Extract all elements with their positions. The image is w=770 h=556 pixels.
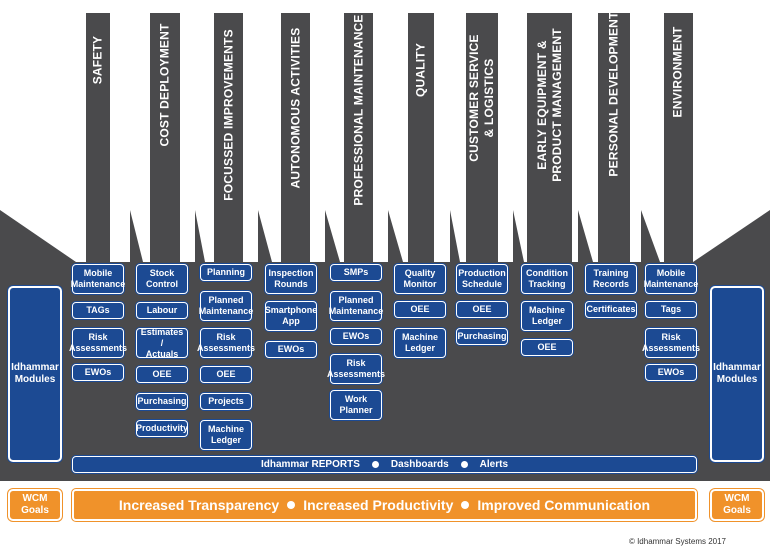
module-box: Planning [200,264,252,281]
pillar-title: EARLY EQUIPMENT & PRODUCT MANAGEMENT [535,28,564,182]
pillar-title: COST DEPLOYMENT [157,23,172,147]
module-box: EWOs [265,341,317,358]
module-box: OEE [521,339,573,356]
module-box: Training Records [585,264,637,294]
module-box: Quality Monitor [394,264,446,294]
chimney-tips [86,150,693,218]
factory-building [0,13,770,481]
reports-alerts: Alerts [479,459,509,470]
module-box: Estimates / Actuals [136,327,188,359]
module-box: OEE [456,301,508,318]
pillar-title: AUTONOMOUS ACTIVITIES [288,27,303,189]
pillar-title: QUALITY [413,42,428,98]
module-box: Machine Ledger [200,420,252,450]
module-box: Tags [645,301,697,318]
pillar-title: ENVIRONMENT [670,26,685,118]
reports-bar: Idhammar REPORTS Dashboards Alerts [72,456,697,473]
module-box: Risk Assessments [642,328,700,358]
module-box: SMPs [330,264,382,281]
copyright-text: © Idhammar Systems 2017 [628,537,726,546]
module-box: Productivity [136,420,188,437]
module-box: EWOs [645,364,697,381]
module-box: OEE [136,366,188,383]
pillar-title: CUSTOMER SERVICE & LOGISTICS [467,34,496,162]
module-box: Production Schedule [456,264,508,294]
module-box: Risk Assessments [197,328,255,358]
wcm-goals-left: WCM Goals [8,489,62,521]
idhammar-modules-right: Idhammar Modules [710,286,764,462]
wcm-goals-right: WCM Goals [710,489,764,521]
module-box: Purchasing [136,393,188,410]
reports-dashboards: Dashboards [390,459,449,470]
module-box: Inspection Rounds [265,264,317,294]
idhammar-modules-left: Idhammar Modules [8,286,62,462]
module-box: Certificates [585,301,637,318]
module-box: OEE [394,301,446,318]
bullet-dot [461,501,470,509]
module-box: TAGs [72,302,124,319]
module-box: Mobile Maintenance [71,264,125,294]
module-box: Labour [136,302,188,319]
bullet-dot [460,461,468,468]
pillar-title: SAFETY [90,35,105,85]
module-box: Planned Maintenance [329,291,383,321]
module-box: Work Planner [330,390,382,420]
goals-bar: Increased Transparency Increased Product… [72,489,697,521]
module-box: OEE [200,366,252,383]
reports-label: Idhammar REPORTS [260,459,360,470]
goal-transparency: Increased Transparency [118,497,280,513]
module-box: Mobile Maintenance [644,264,698,294]
module-box: Planned Maintenance [199,291,253,321]
module-box: EWOs [330,328,382,345]
module-box: Risk Assessments [327,354,385,384]
module-box: Machine Ledger [521,301,573,331]
pillar-title: PROFESSIONAL MAINTENANCE [351,14,366,206]
module-box: Condition Tracking [521,264,573,294]
module-box: Purchasing [456,328,508,345]
goal-productivity: Increased Productivity [303,497,454,513]
module-box: Projects [200,393,252,410]
module-box: Machine Ledger [394,328,446,358]
module-box: Risk Assessments [69,328,127,358]
bullet-dot [287,501,296,509]
module-box: EWOs [72,364,124,381]
module-box: Stock Control [136,264,188,294]
module-box: Smartphone App [265,301,317,331]
pillar-title: PERSONAL DEVELOPMENT [606,11,621,177]
goal-communication: Improved Communication [477,497,651,513]
pillar-title: FOCUSSED IMPROVEMENTS [221,29,236,201]
bullet-dot [371,461,379,468]
